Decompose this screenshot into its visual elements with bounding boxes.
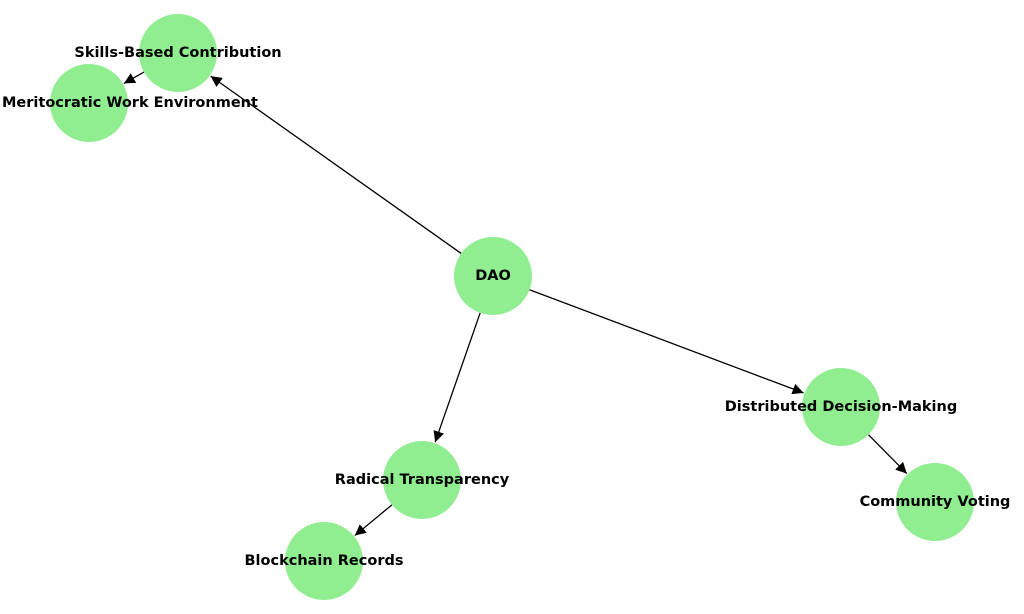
edge-dao-to-transparency bbox=[433, 312, 481, 443]
node-meritocratic bbox=[50, 64, 128, 142]
edge-transparency-to-blockchain bbox=[354, 504, 393, 537]
node-label-skills: Skills-Based Contribution bbox=[74, 45, 281, 61]
node-label-transparency: Radical Transparency bbox=[335, 472, 510, 488]
labels-layer: DAO Skills-Based ContributionMeritocratic… bbox=[2, 45, 1010, 569]
node-blockchain bbox=[285, 522, 363, 600]
node-decision bbox=[802, 368, 880, 446]
node-label-decision: Distributed Decision-Making bbox=[725, 399, 957, 415]
node-skills bbox=[139, 14, 217, 92]
node-transparency bbox=[383, 441, 461, 519]
node-label-blockchain: Blockchain Records bbox=[245, 553, 404, 569]
edges-layer bbox=[123, 71, 908, 537]
edge-dao-to-decision bbox=[529, 289, 804, 395]
node-label-voting: Community Voting bbox=[860, 494, 1011, 510]
node-label-dao: DAO bbox=[475, 268, 511, 284]
nodes-layer bbox=[50, 14, 974, 600]
node-voting bbox=[896, 463, 974, 541]
edge-dao-to-skills bbox=[210, 75, 462, 254]
edge-skills-to-meritocratic bbox=[123, 71, 145, 84]
node-dao bbox=[454, 237, 532, 315]
edge-decision-to-voting bbox=[867, 434, 908, 475]
node-label-meritocratic: Meritocratic Work Environment bbox=[2, 95, 258, 111]
